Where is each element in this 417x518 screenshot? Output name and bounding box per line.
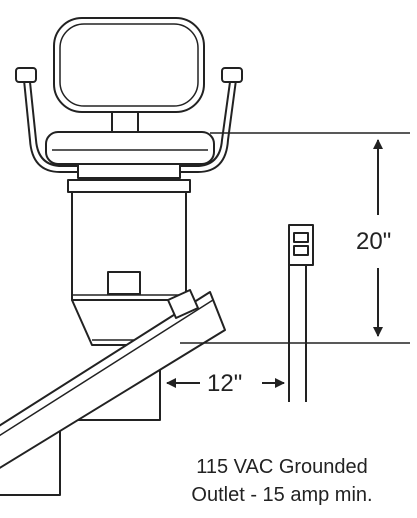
outlet-note-line-2: Outlet - 15 amp min.: [191, 484, 373, 506]
armrests: [15, 67, 243, 173]
stair-rail: [0, 289, 226, 469]
seat-height-label: 20": [356, 228, 391, 255]
seat-backrest: [53, 17, 205, 113]
outlet-clearance-label: 12": [207, 370, 242, 397]
seat-pedestal: [111, 111, 139, 133]
outlet-clearance-dimension: 12": [166, 370, 285, 397]
seat-height-dimension: 20": [180, 132, 410, 344]
seat-cushion: [45, 131, 215, 179]
outlet-note-line-1: 115 VAC Grounded: [196, 456, 368, 478]
electrical-outlet: [288, 224, 314, 402]
